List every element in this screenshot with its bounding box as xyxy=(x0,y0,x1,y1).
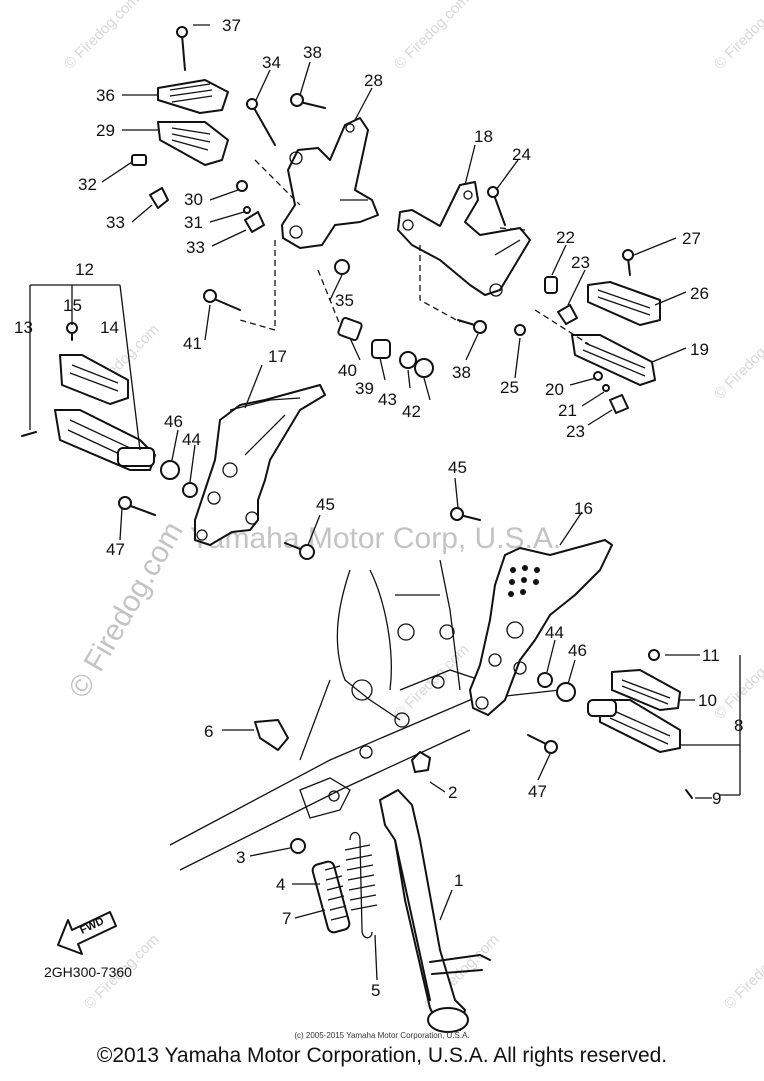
callout-12: 12 xyxy=(75,260,94,279)
callout-15: 15 xyxy=(63,296,82,315)
callout-34: 34 xyxy=(262,53,281,72)
footpeg-13-assembly xyxy=(54,409,156,471)
watermark-mark: © Firedog.com xyxy=(711,321,764,403)
hardware-parts xyxy=(21,26,693,939)
watermark-mark: © Firedog.com xyxy=(721,931,764,1013)
callout-31: 31 xyxy=(184,213,203,232)
callout-9: 9 xyxy=(712,789,721,808)
callout-13: 13 xyxy=(14,318,33,337)
callout-44: 44 xyxy=(545,623,564,642)
callouts: 37 34 38 28 36 29 32 33 30 31 33 35 41 1… xyxy=(14,16,743,1000)
copyright-footer: ©2013 Yamaha Motor Corporation, U.S.A. A… xyxy=(96,1044,668,1067)
callout-16: 16 xyxy=(574,499,593,518)
callout-35: 35 xyxy=(335,291,354,310)
callout-23: 23 xyxy=(566,422,585,441)
callout-14: 14 xyxy=(100,318,119,337)
callout-38: 38 xyxy=(303,43,322,62)
callout-2: 2 xyxy=(448,783,457,802)
callout-4: 4 xyxy=(276,875,285,894)
callout-18: 18 xyxy=(474,127,493,146)
frame-outline xyxy=(169,559,561,871)
callout-33: 33 xyxy=(186,238,205,257)
callout-7: 7 xyxy=(282,909,291,928)
callout-22: 22 xyxy=(556,228,575,247)
callout-33: 33 xyxy=(106,213,125,232)
footrest-bracket-28 xyxy=(281,117,379,249)
footrest-bracket-18 xyxy=(397,181,531,297)
callout-23: 23 xyxy=(571,253,590,272)
callout-39: 39 xyxy=(355,379,374,398)
watermark-diagonal: © Firedog.com xyxy=(62,516,189,703)
callout-17: 17 xyxy=(268,347,287,366)
watermark-mark: © Firedog.com xyxy=(61,0,143,73)
footpeg-36 xyxy=(157,79,229,114)
callout-32: 32 xyxy=(78,175,97,194)
diagram-code: 2GH300-7360 xyxy=(44,964,132,980)
callout-47: 47 xyxy=(528,782,547,801)
small-notice: (c) 2005-2015 Yamaha Motor Corporation, … xyxy=(294,1031,469,1040)
footpeg-10 xyxy=(611,669,681,711)
callout-10: 10 xyxy=(698,691,717,710)
callout-28: 28 xyxy=(364,71,383,90)
callout-1: 1 xyxy=(454,871,463,890)
callout-20: 20 xyxy=(545,380,564,399)
callout-45: 45 xyxy=(448,458,467,477)
watermark-mark: © Firedog.com xyxy=(711,0,764,73)
callout-6: 6 xyxy=(204,722,213,741)
callout-42: 42 xyxy=(402,402,421,421)
footrest-bracket-16 xyxy=(469,539,613,716)
callout-8: 8 xyxy=(734,716,743,735)
callout-5: 5 xyxy=(371,981,380,1000)
callout-46: 46 xyxy=(164,412,183,431)
watermark-mark: © Firedog.com xyxy=(391,0,473,73)
callout-25: 25 xyxy=(500,378,519,397)
callout-41: 41 xyxy=(183,334,202,353)
callout-26: 26 xyxy=(690,284,709,303)
footpeg-8-assembly xyxy=(587,699,681,753)
callout-36: 36 xyxy=(96,86,115,105)
callout-24: 24 xyxy=(512,145,531,164)
callout-30: 30 xyxy=(184,190,203,209)
callout-43: 43 xyxy=(378,390,397,409)
footpeg-14 xyxy=(59,354,129,405)
footrest-bracket-17 xyxy=(194,384,326,546)
callout-44: 44 xyxy=(182,430,201,449)
sidestand-1 xyxy=(379,789,491,1033)
callout-11: 11 xyxy=(702,646,720,665)
callout-21: 21 xyxy=(558,401,577,420)
callout-3: 3 xyxy=(236,848,245,867)
callout-38: 38 xyxy=(452,363,471,382)
footpeg-26 xyxy=(587,281,661,326)
leader-lines xyxy=(29,24,741,981)
callout-47: 47 xyxy=(106,540,125,559)
footpeg-19 xyxy=(571,334,656,386)
callout-29: 29 xyxy=(96,121,115,140)
callout-40: 40 xyxy=(338,361,357,380)
callout-19: 19 xyxy=(690,340,709,359)
callout-27: 27 xyxy=(682,229,701,248)
callout-45: 45 xyxy=(316,495,335,514)
callout-37: 37 xyxy=(222,16,241,35)
fwd-arrow-icon: FWD xyxy=(57,911,117,955)
callout-46: 46 xyxy=(568,641,587,660)
footpeg-29 xyxy=(157,121,229,166)
